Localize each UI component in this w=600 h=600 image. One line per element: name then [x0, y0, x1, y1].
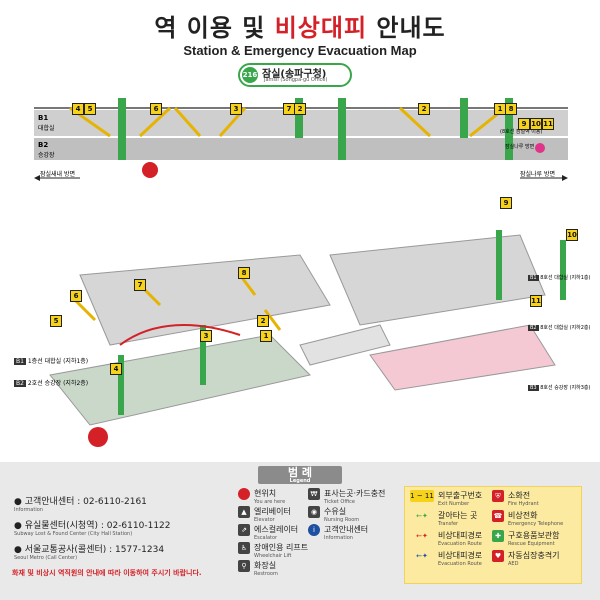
exit-number-icon: 5: [50, 315, 62, 327]
b1-name: 대합실: [38, 125, 55, 132]
floor-label-left-b2: B2 2호선 승강장 (지하2층): [14, 380, 89, 387]
extinguisher-icon: ⛨: [492, 490, 504, 502]
you-are-here-icon: [142, 162, 158, 178]
wheelchair-lift-icon: ♿: [238, 542, 250, 554]
page-title: 역 이용 및 비상대피 안내도: [0, 8, 600, 43]
line-number-icon: 216: [242, 67, 258, 83]
exit-number-icon: 6: [150, 103, 162, 115]
transfer-icon: [535, 143, 545, 153]
floor-label-right-b1: B1 8호선 대합실 (지하1층): [528, 275, 591, 281]
page-subtitle: Station & Emergency Evacuation Map: [183, 43, 417, 58]
you-are-here-icon: [238, 488, 250, 500]
rescue-equipment-icon: ✚: [492, 530, 504, 542]
exit-number-icon: 9: [518, 118, 530, 130]
evacuation-route: [119, 324, 241, 346]
restroom-icon: ⚲: [238, 560, 250, 572]
exit-number-icon: 1: [260, 330, 272, 342]
elevator-icon: ▲: [238, 506, 250, 518]
station-name-badge: 216 잠실(송파구청) Jamsil (Songpa-gu Office): [238, 63, 352, 87]
exit-route-icon: ←✦: [416, 512, 428, 520]
exit-number-icon: 11: [530, 295, 542, 307]
floor-label-left-b1: B1 1층선 대합실 (지하1층): [14, 358, 89, 365]
right-direction-label: 잠실나루 방면: [520, 171, 556, 178]
exit-number-icon: 10: [530, 118, 542, 130]
exit-number-icon: 3: [230, 103, 242, 115]
b2-route-icon: ←✦: [416, 552, 428, 560]
b2-name: 승강장: [38, 152, 55, 159]
b1-label: B1: [38, 114, 49, 122]
floor-label-right-b3: B3 8호선 승강장 (지하3층): [528, 385, 591, 391]
floor-label-right-b2: B2 8호선 대합실 (지하2층): [528, 325, 591, 331]
title-part1: 역 이용 및: [154, 14, 275, 42]
title-part3: 안내도: [367, 14, 446, 42]
defibrillator-icon: ♥: [492, 550, 504, 562]
right-note2: 잠실나루 방면: [505, 144, 535, 150]
b1-route-icon: ←✦: [416, 532, 428, 540]
station-name: 잠실(송파구청): [262, 69, 327, 80]
title-red-part: 비상대피: [274, 14, 368, 42]
you-are-here-icon: [88, 427, 108, 447]
exit-number-icon: 8: [505, 103, 517, 115]
emergency-phone-icon: ☎: [492, 510, 504, 522]
exit-number-icon: 6: [70, 290, 82, 302]
b2-label: B2: [38, 141, 49, 149]
exit-number-icon: 2: [294, 103, 306, 115]
exit-number-icon: 11: [542, 118, 554, 130]
safety-notice: 화재 및 비상시 역직원의 안내에 따라 이동하여 주시기 바랍니다.: [12, 569, 202, 577]
elevator-columns: [118, 98, 513, 160]
ticket-icon: ₩: [308, 488, 320, 500]
platform-left: [49, 334, 311, 426]
section-map: [34, 98, 568, 181]
station-name-sub: Jamsil (Songpa-gu Office): [264, 77, 328, 83]
exit-number-icon: 2: [257, 315, 269, 327]
nursing-room-icon: ◉: [308, 506, 320, 518]
exit-number-icon: 5: [84, 103, 96, 115]
connecting-passage: [299, 324, 391, 366]
exit-number-icon: 8: [238, 267, 250, 279]
exit-number-icon: 3: [200, 330, 212, 342]
right-note1: (8호선 잠실역 이용): [500, 129, 543, 135]
b2-band: [34, 138, 568, 160]
exit-number-icon: 4: [110, 363, 122, 375]
info-center-icon: i: [308, 524, 320, 536]
exit-number-icon: 7: [134, 279, 146, 291]
isometric-map: [49, 230, 566, 447]
exit-number-icon: 2: [418, 103, 430, 115]
left-direction-label: 잠실새내 방면: [40, 171, 76, 178]
exit-number-icon: 9: [500, 197, 512, 209]
escalator-icon: ⇗: [238, 524, 250, 536]
exit-number-icon: 4: [72, 103, 84, 115]
platform-right: [369, 324, 556, 391]
concourse-left: [79, 254, 331, 346]
elevator-shafts: [118, 230, 566, 415]
exit-number-icon: 10: [566, 229, 578, 241]
exit-number-icon: 1 ~ 11: [410, 490, 434, 502]
concourse-right: [329, 234, 546, 326]
